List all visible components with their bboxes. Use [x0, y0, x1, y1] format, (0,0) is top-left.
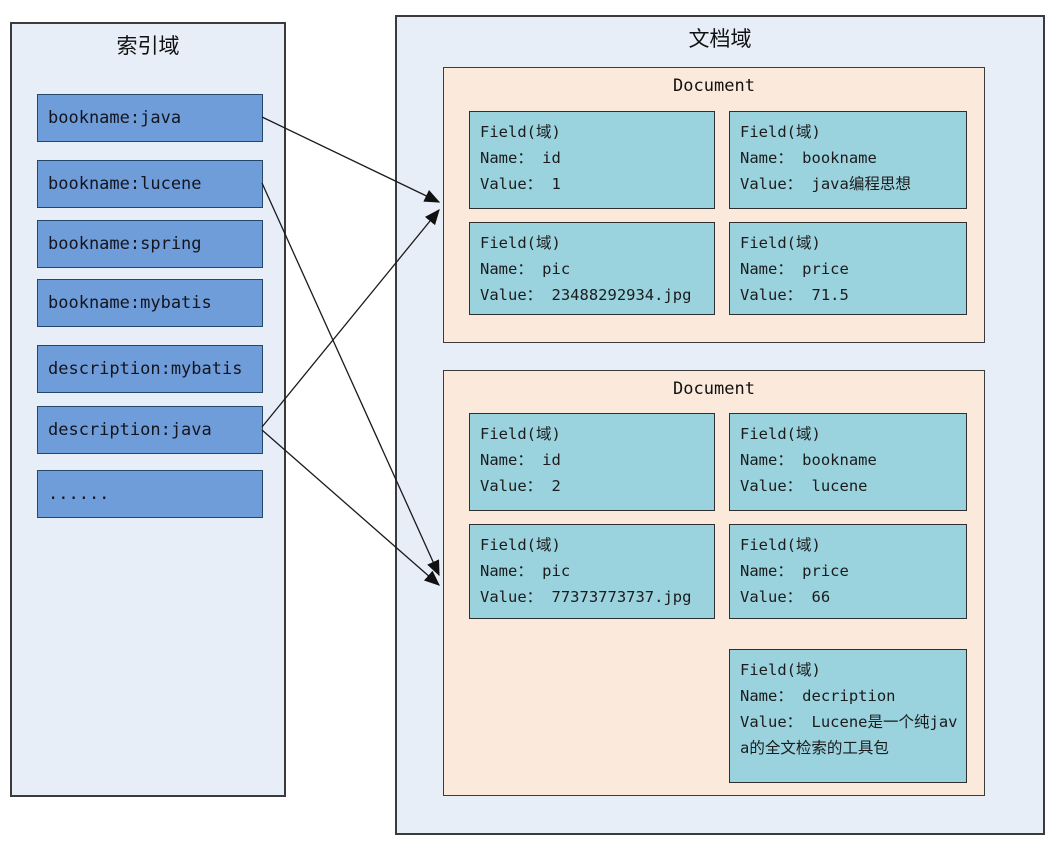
doc2-field-pic: Field(域) Name： pic Value： 77373773737.jp… [469, 524, 715, 619]
field-value: Value： 1 [480, 175, 561, 193]
field-value: Value： 71.5 [740, 286, 849, 304]
field-value: Value： 2 [480, 477, 561, 495]
field-label: Field(域) [480, 123, 561, 141]
term-label: bookname:lucene [48, 174, 202, 194]
field-name: Name： price [740, 260, 849, 278]
term-box-bookname-java: bookname:java [37, 94, 263, 142]
term-box-ellipsis: ...... [37, 470, 263, 518]
field-value: Value： 77373773737.jpg [480, 588, 692, 606]
doc1-field-bookname: Field(域) Name： bookname Value： java编程思想 [729, 111, 967, 209]
field-name: Name： decription [740, 687, 896, 705]
term-label: bookname:mybatis [48, 293, 212, 313]
index-domain-panel: 索引域 bookname:java bookname:lucene bookna… [10, 22, 286, 797]
field-value: Value： 23488292934.jpg [480, 286, 692, 304]
field-label: Field(域) [740, 234, 821, 252]
field-label: Field(域) [480, 425, 561, 443]
term-label: ...... [48, 484, 110, 504]
field-name: Name： bookname [740, 149, 877, 167]
field-value: Value： 66 [740, 588, 831, 606]
field-value: Value： Lucene是一个纯java的全文检索的工具包 [740, 713, 958, 757]
doc2-field-bookname: Field(域) Name： bookname Value： lucene [729, 413, 967, 511]
field-name: Name： pic [480, 562, 571, 580]
field-label: Field(域) [740, 661, 821, 679]
document-1: Document Field(域) Name： id Value： 1 Fiel… [443, 67, 985, 343]
document-domain-title: 文档域 [688, 27, 752, 51]
field-name: Name： pic [480, 260, 571, 278]
term-label: bookname:java [48, 108, 182, 128]
term-box-description-mybatis: description:mybatis [37, 345, 263, 393]
doc2-field-decription: Field(域) Name： decription Value： Lucene是… [729, 649, 967, 783]
term-box-bookname-lucene: bookname:lucene [37, 160, 263, 208]
field-name: Name： price [740, 562, 849, 580]
field-label: Field(域) [740, 425, 821, 443]
field-value: Value： java编程思想 [740, 175, 911, 193]
field-label: Field(域) [480, 234, 561, 252]
term-label: description:mybatis [48, 359, 243, 379]
field-label: Field(域) [740, 536, 821, 554]
document-2: Document Field(域) Name： id Value： 2 Fiel… [443, 370, 985, 796]
doc1-field-price: Field(域) Name： price Value： 71.5 [729, 222, 967, 315]
term-label: bookname:spring [48, 234, 202, 254]
doc2-field-id: Field(域) Name： id Value： 2 [469, 413, 715, 511]
term-box-description-java: description:java [37, 406, 263, 454]
term-box-bookname-mybatis: bookname:mybatis [37, 279, 263, 327]
field-label: Field(域) [480, 536, 561, 554]
field-name: Name： id [480, 451, 561, 469]
field-label: Field(域) [740, 123, 821, 141]
index-domain-title: 索引域 [116, 34, 180, 58]
document-2-title: Document [673, 379, 755, 399]
doc1-field-id: Field(域) Name： id Value： 1 [469, 111, 715, 209]
term-label: description:java [48, 420, 212, 440]
document-1-title: Document [673, 76, 755, 96]
field-name: Name： bookname [740, 451, 877, 469]
field-value: Value： lucene [740, 477, 868, 495]
field-name: Name： id [480, 149, 561, 167]
doc1-field-pic: Field(域) Name： pic Value： 23488292934.jp… [469, 222, 715, 315]
doc2-field-price: Field(域) Name： price Value： 66 [729, 524, 967, 619]
term-box-bookname-spring: bookname:spring [37, 220, 263, 268]
